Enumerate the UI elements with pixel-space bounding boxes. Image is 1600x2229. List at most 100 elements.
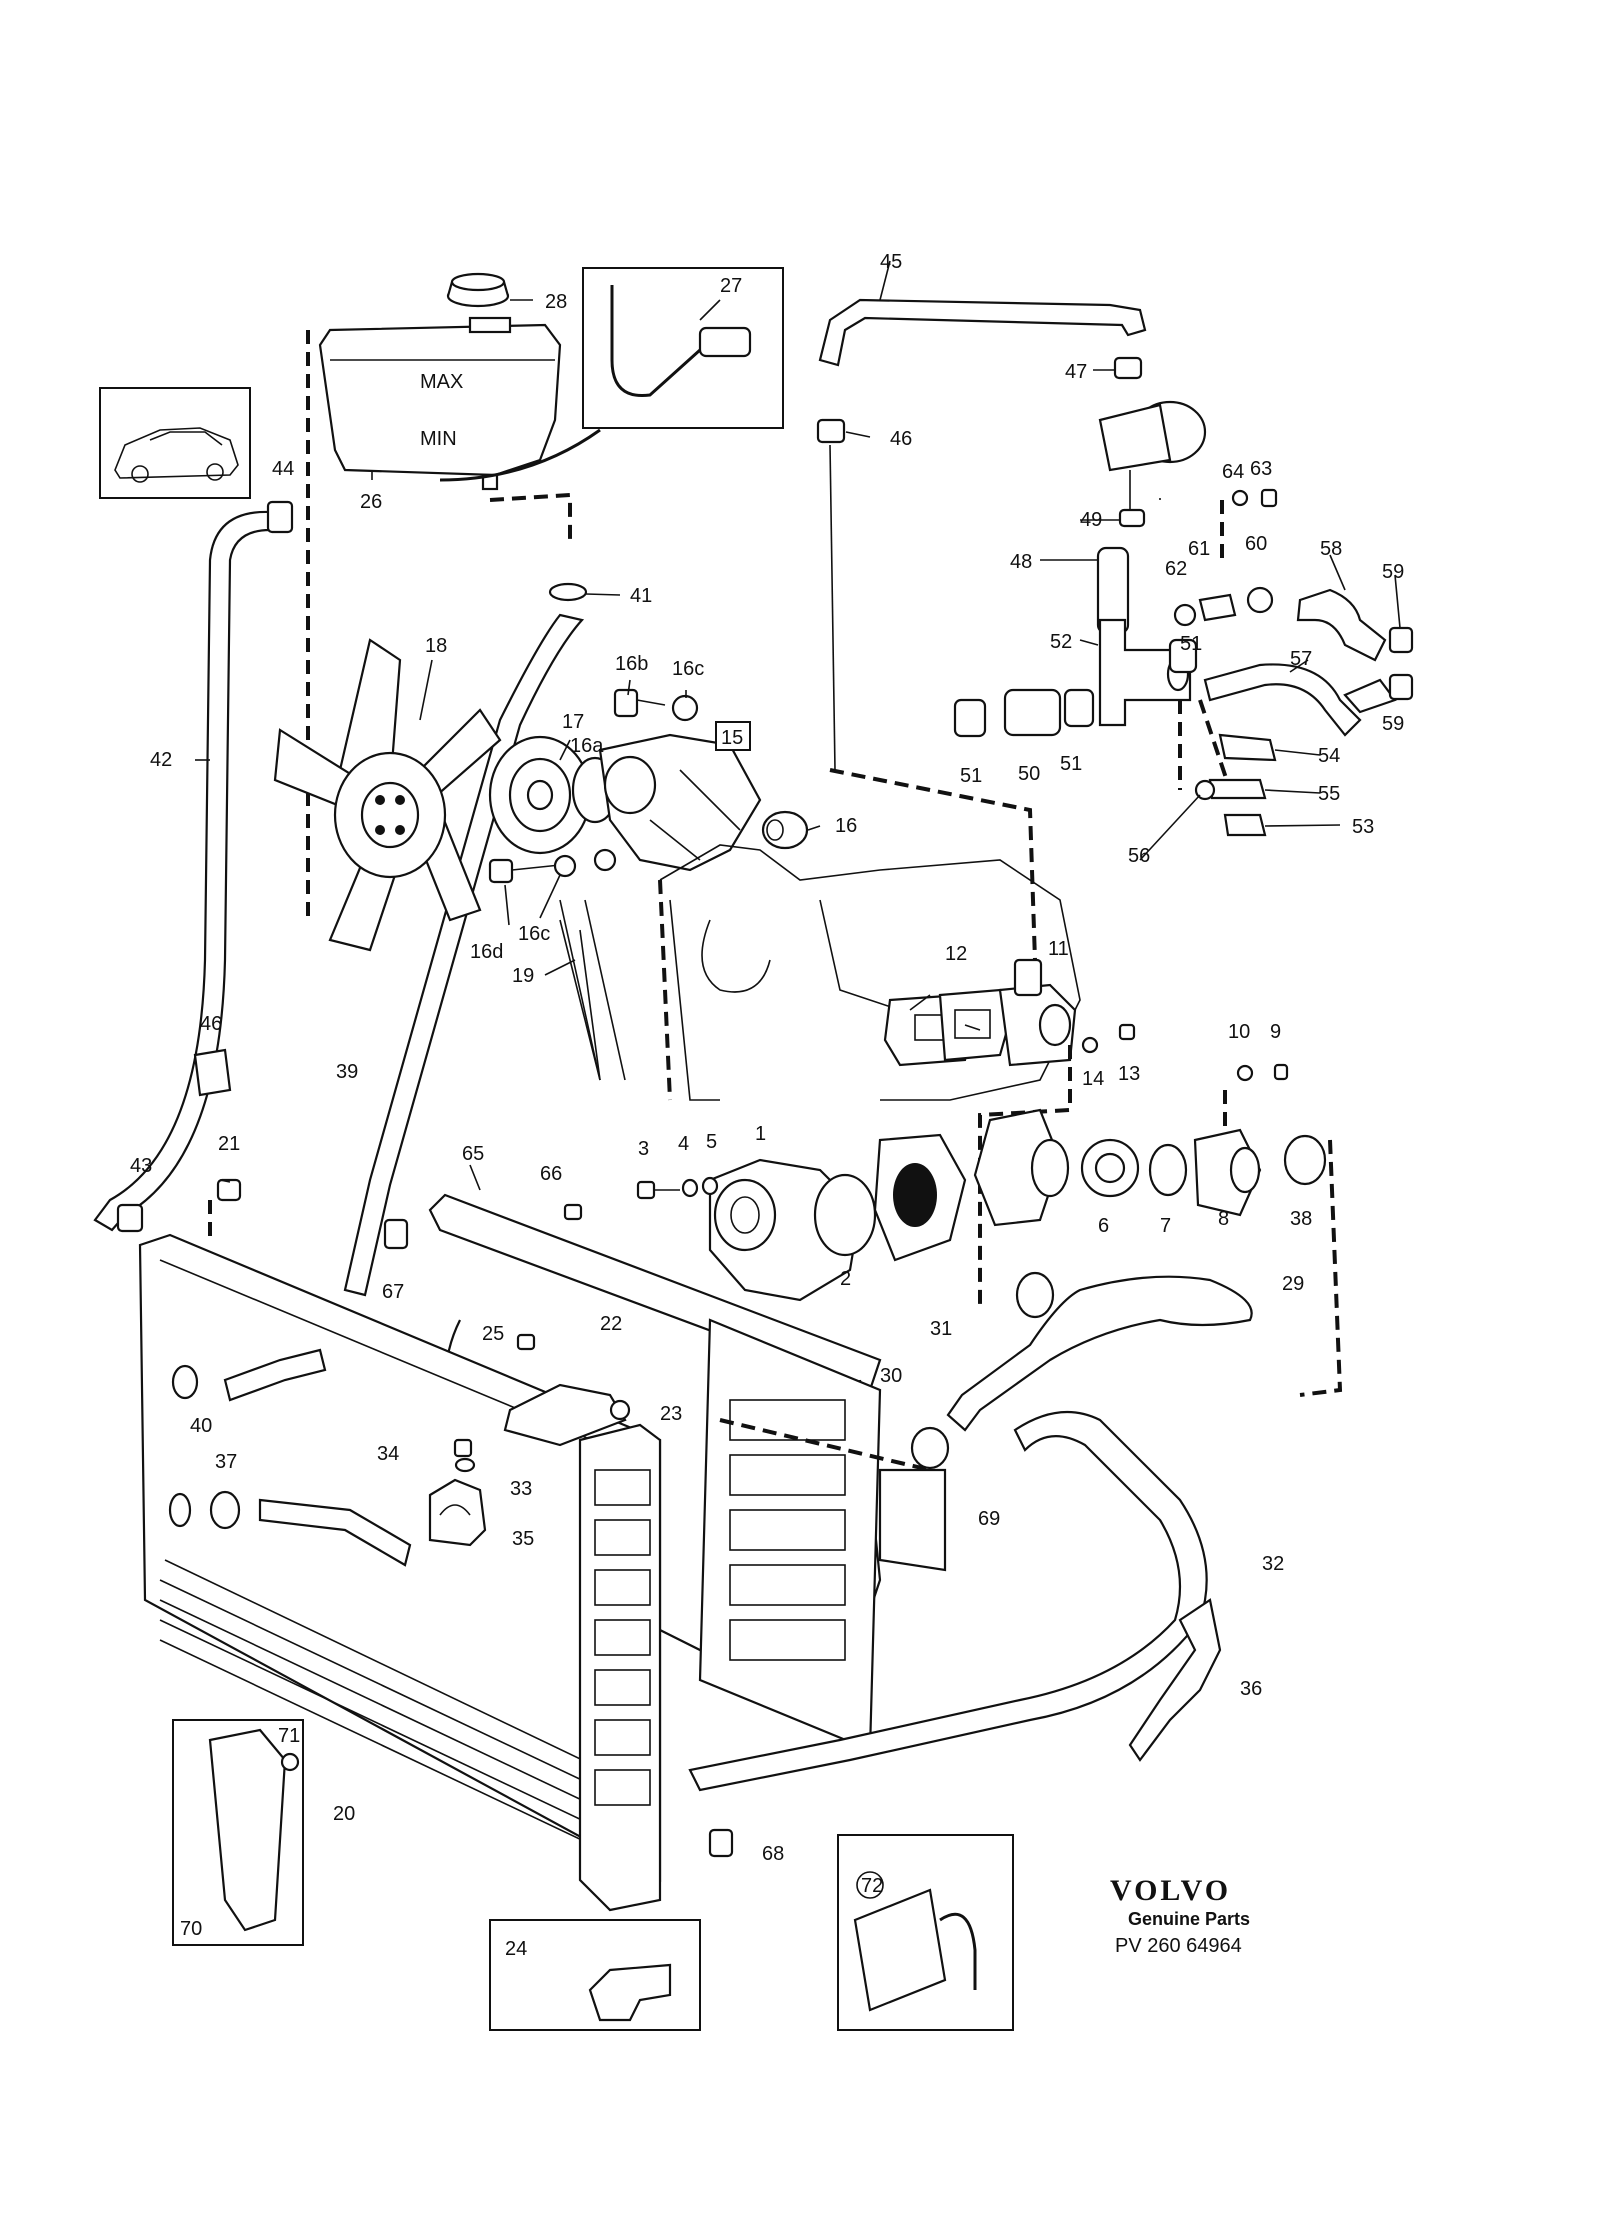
label-58: 58 <box>1320 538 1342 560</box>
radiator-tank <box>578 1423 662 1912</box>
washer-56 <box>1194 779 1216 801</box>
label-66: 66 <box>540 1163 562 1185</box>
label-16c-top: 16c <box>672 658 704 680</box>
label-35: 35 <box>512 1528 534 1550</box>
inset-24 <box>489 1919 701 2031</box>
hose-37 <box>258 1498 412 1567</box>
label-51-right: 51 <box>1180 633 1202 655</box>
sensor-55 <box>1208 778 1267 800</box>
label-43: 43 <box>130 1155 152 1177</box>
label-28: 28 <box>545 291 567 313</box>
hose-40 <box>223 1348 327 1402</box>
label-52: 52 <box>1050 631 1072 653</box>
label-67: 67 <box>382 1281 404 1303</box>
label-10: 10 <box>1228 1021 1250 1043</box>
label-16b: 16b <box>615 653 648 675</box>
label-59-bottom: 59 <box>1382 713 1404 735</box>
clamp-59-bottom <box>1388 673 1414 701</box>
sensor-53 <box>1223 813 1267 837</box>
label-21: 21 <box>218 1133 240 1155</box>
tank-cap <box>446 272 510 308</box>
label-16: 16 <box>835 815 857 837</box>
clip-36 <box>1128 1598 1222 1762</box>
thermostat-6 <box>1080 1138 1140 1198</box>
sensor-inset-27 <box>582 267 784 429</box>
heater-valve <box>1098 400 1207 510</box>
bolt-63 <box>1260 488 1278 508</box>
label-45: 45 <box>880 251 902 273</box>
label-48: 48 <box>1010 551 1032 573</box>
label-11: 11 <box>1048 938 1069 960</box>
label-39: 39 <box>336 1061 358 1083</box>
clamp-30 <box>910 1426 950 1470</box>
label-61: 61 <box>1188 538 1210 560</box>
washer-5 <box>701 1176 719 1196</box>
label-5: 5 <box>706 1131 717 1153</box>
label-25: 25 <box>482 1323 504 1345</box>
housing-8 <box>1193 1128 1262 1217</box>
clamp-51-right <box>1168 638 1198 674</box>
label-26: 26 <box>360 491 382 513</box>
o-ring-7 <box>1148 1143 1188 1197</box>
label-6: 6 <box>1098 1215 1109 1237</box>
clamp-41 <box>548 582 588 602</box>
label-69: 69 <box>978 1508 1000 1530</box>
label-54: 54 <box>1318 745 1340 767</box>
thermostat-housing-11 <box>998 958 1077 1067</box>
label-49: 49 <box>1080 509 1102 531</box>
label-19: 19 <box>512 965 534 987</box>
screw-66 <box>563 1203 583 1221</box>
pump-cover <box>873 1133 967 1262</box>
label-51-mid: 51 <box>1060 753 1082 775</box>
tank-min-marking: MIN <box>420 428 457 450</box>
hose-57 <box>1203 663 1397 737</box>
leader-lines <box>195 260 1401 1191</box>
label-60: 60 <box>1245 533 1267 555</box>
label-46-right: 46 <box>890 428 912 450</box>
bolt-34 <box>453 1438 473 1458</box>
label-42: 42 <box>150 749 172 771</box>
hose-42 <box>93 510 272 1232</box>
sensor-54 <box>1218 733 1277 762</box>
label-8: 8 <box>1218 1208 1229 1230</box>
label-55: 55 <box>1318 783 1340 805</box>
label-24: 24 <box>505 1938 527 1960</box>
label-65: 65 <box>462 1143 484 1165</box>
clip-68 <box>708 1828 734 1858</box>
fitting-61 <box>1198 593 1237 622</box>
clamp-47 <box>1113 356 1143 380</box>
label-38: 38 <box>1290 1208 1312 1230</box>
bushing-16 <box>761 810 809 850</box>
clamp-37 <box>209 1490 241 1530</box>
washer-10 <box>1236 1064 1254 1082</box>
bolt-16d <box>488 858 561 884</box>
label-32: 32 <box>1262 1553 1284 1575</box>
inset-72 <box>837 1834 1014 2031</box>
thermostat-cover <box>973 1108 1070 1227</box>
label-14: 14 <box>1082 1068 1104 1090</box>
label-40: 40 <box>190 1415 212 1437</box>
belt-19 <box>559 899 626 1081</box>
washer-33 <box>454 1457 476 1473</box>
washer-14 <box>1081 1036 1099 1054</box>
fan <box>273 638 502 952</box>
drain-plug-21 <box>216 1178 242 1202</box>
nut-23 <box>609 1399 631 1421</box>
label-22: 22 <box>600 1313 622 1335</box>
label-4: 4 <box>678 1133 689 1155</box>
clamp-31 <box>1015 1271 1055 1319</box>
washer-64 <box>1231 489 1249 507</box>
part-labels: 1 2 3 4 5 6 7 8 9 10 11 12 13 14 15 16 1… <box>130 251 1404 1960</box>
label-70: 70 <box>180 1918 202 1940</box>
catalog-part-number: PV 260 64964 <box>1115 1935 1242 1957</box>
brand-subtitle: Genuine Parts <box>1128 1909 1250 1929</box>
bracket-69 <box>878 1468 947 1572</box>
fitting-60 <box>1246 586 1274 614</box>
label-34: 34 <box>377 1443 399 1465</box>
washer-62 <box>1173 603 1197 627</box>
label-72: 72 <box>861 1875 883 1897</box>
label-53: 53 <box>1352 816 1374 838</box>
hose-29 <box>946 1275 1253 1432</box>
car-inset <box>99 387 251 499</box>
clamp-59-top <box>1388 626 1414 654</box>
